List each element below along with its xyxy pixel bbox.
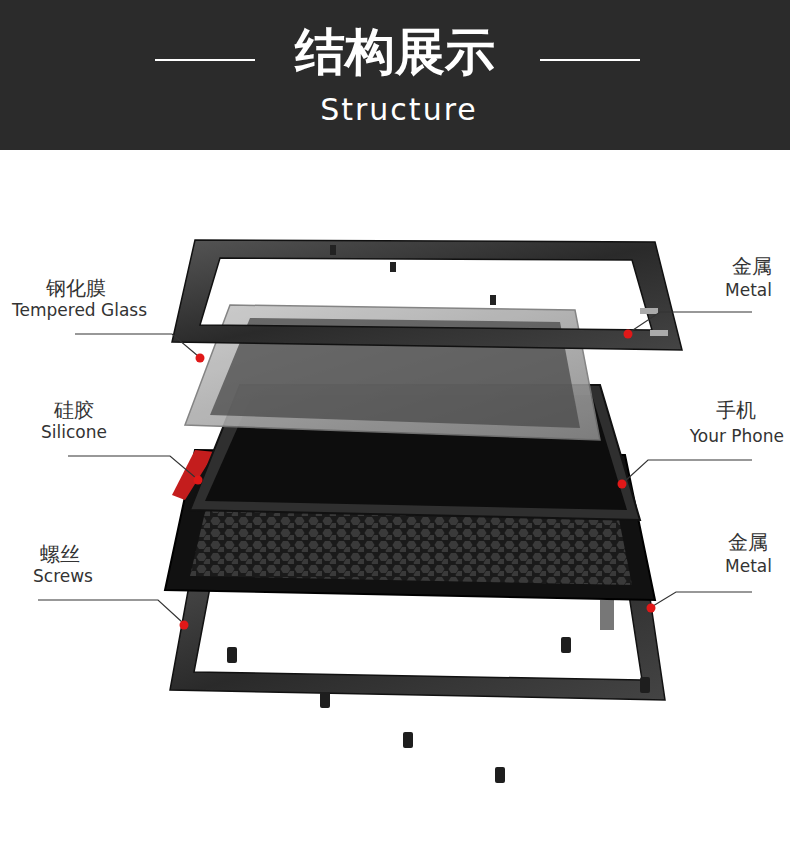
part-name: Tempered Glass [12, 300, 147, 320]
part-name: Metal [725, 280, 772, 300]
header-subtitle: Structure [4, 92, 790, 128]
part-name: Screws [33, 566, 93, 586]
part-name: Silicone [41, 422, 107, 442]
part-name: 手机 [716, 398, 756, 422]
part-name: Your Phone [690, 426, 784, 446]
part-name: 螺丝 [40, 542, 80, 566]
part-name: Metal [725, 556, 772, 576]
part-name: 金属 [728, 530, 768, 554]
header-title: 结构展示 [0, 22, 790, 82]
part-name: 金属 [732, 254, 772, 278]
part-name: 钢化膜 [46, 276, 106, 300]
part-name: 硅胶 [54, 398, 94, 422]
